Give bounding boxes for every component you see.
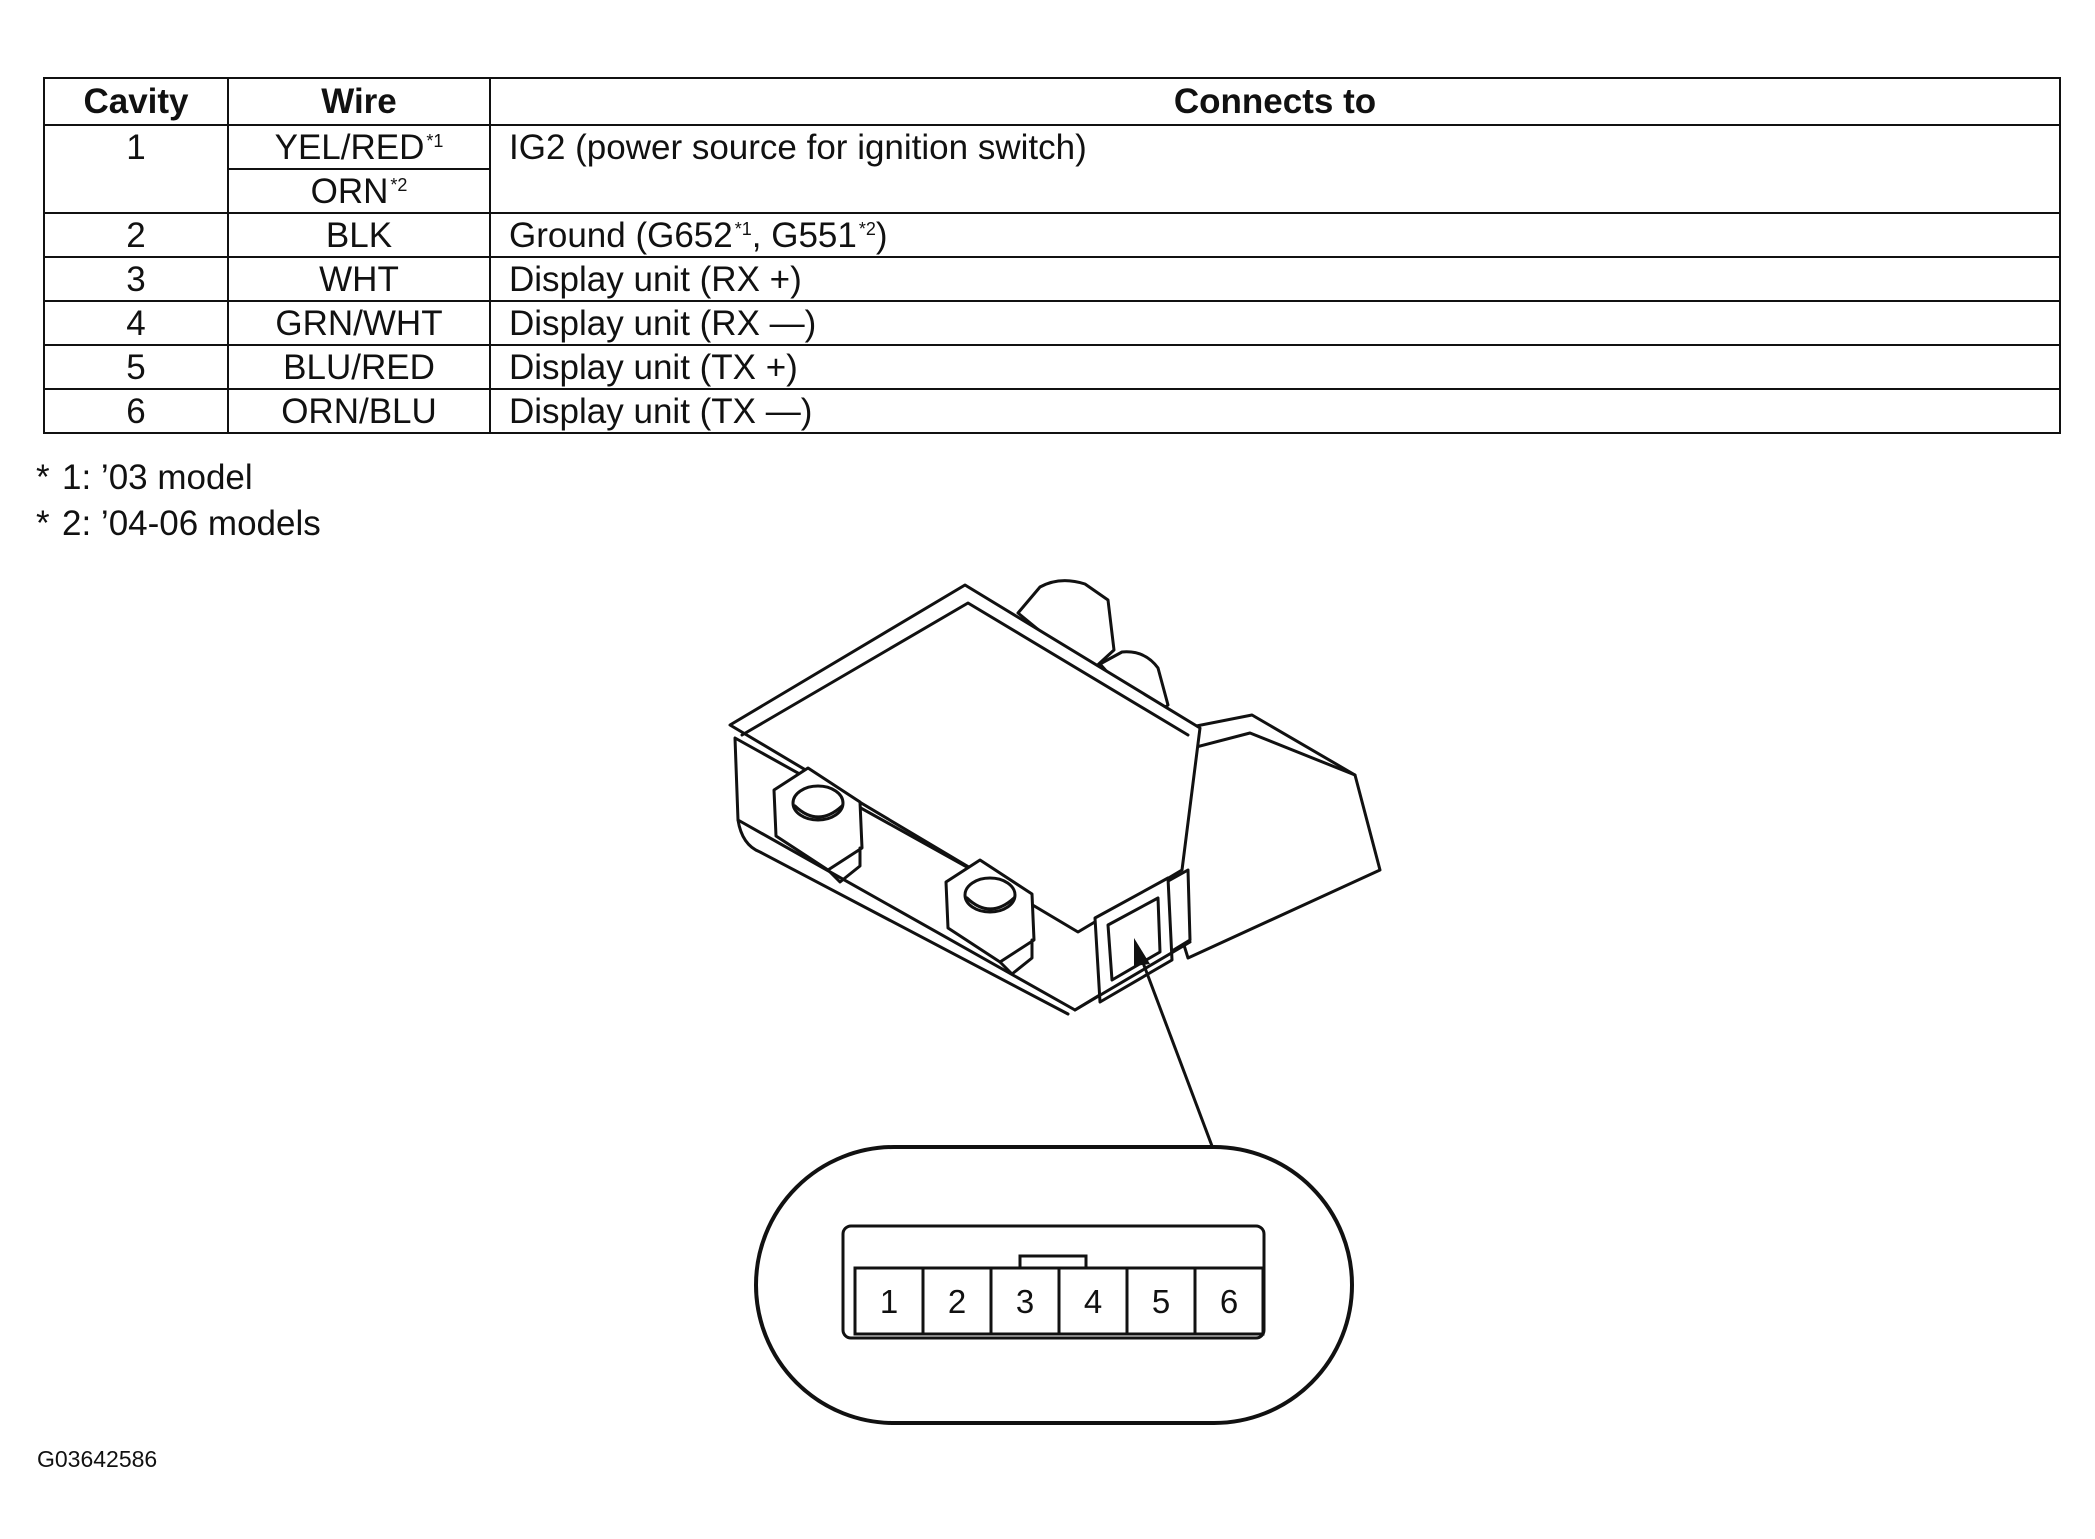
pin-number-4: 4 (1084, 1283, 1102, 1320)
table-row: 4 GRN/WHT Display unit (RX —) (43, 300, 2061, 346)
wire-text: ORN (310, 171, 389, 211)
body-edge-line (736, 818, 1070, 1016)
connects-to-cell: Ground (G652*1, G551*2) (489, 212, 2061, 258)
table-row: 3 WHT Display unit (RX +) (43, 256, 2061, 302)
cavity-cell: 5 (43, 344, 229, 390)
pin-number-2: 2 (948, 1283, 966, 1320)
footnote-marker: * (36, 504, 50, 543)
footnote-marker: * (36, 458, 50, 497)
cavity-cell: 2 (43, 212, 229, 258)
pin-number-6: 6 (1220, 1283, 1238, 1320)
table-row: 6 ORN/BLU Display unit (TX —) (43, 388, 2061, 434)
footnote-text: 2: ’04-06 models (62, 504, 321, 543)
wire-cell: BLU/RED (227, 344, 491, 390)
table-row: 2 BLK Ground (G652*1, G551*2) (43, 212, 2061, 258)
connects-to-cell: IG2 (power source for ignition switch) (489, 124, 2061, 214)
cavity-cell: 6 (43, 388, 229, 434)
header-connects-to: Connects to (489, 77, 2061, 126)
screw-boss-left (772, 766, 864, 884)
header-wire: Wire (227, 77, 491, 126)
wire-text: YEL/RED (274, 127, 425, 167)
wire-cell: YEL/RED*1 (227, 124, 491, 170)
rear-knob-shape (1016, 579, 1116, 674)
body-top-inner (740, 601, 1190, 737)
screw-boss-right (944, 858, 1036, 976)
cavity-cell: 4 (43, 300, 229, 346)
cavity-cell: 1 (43, 124, 229, 214)
footnote-text: 1: ’03 model (62, 458, 253, 497)
wire-cell: BLK (227, 212, 491, 258)
pin-number-5: 5 (1152, 1283, 1170, 1320)
pin-cavity-6 (1193, 1266, 1265, 1336)
pin-number-1: 1 (880, 1283, 898, 1320)
leader-arrow (1134, 938, 1214, 1147)
footnotes: * 1: ’03 model * 2: ’04-06 models (36, 455, 321, 547)
connects-to-cell: Display unit (TX —) (489, 388, 2061, 434)
table-row-sub: ORN*2 (44, 168, 2060, 214)
connects-to-cell: Display unit (RX +) (489, 256, 2061, 302)
footnote-ref: *1 (734, 218, 752, 239)
pin-group: 1 2 3 4 5 6 (853, 1266, 1265, 1336)
table-row: 5 BLU/RED Display unit (TX +) (43, 344, 2061, 390)
connects-to-text: Ground (G652 (509, 215, 733, 255)
wire-cell: WHT (227, 256, 491, 302)
figure-code: G03642586 (37, 1446, 158, 1472)
footnote-1: * 1: ’03 model (36, 455, 321, 501)
table-row: 1 YEL/RED*1 IG2 (power source for igniti… (43, 124, 2061, 214)
pin-number-3: 3 (1016, 1283, 1034, 1320)
footnote-ref: *2 (858, 218, 876, 239)
cavity-cell: 3 (43, 256, 229, 302)
header-cavity: Cavity (43, 77, 229, 126)
connects-to-text: ) (875, 215, 888, 255)
pinout-table: Cavity Wire Connects to 1 YEL/RED*1 IG2 … (43, 77, 2061, 434)
wire-cell: ORN/BLU (227, 388, 491, 434)
footnote-ref: *1 (426, 130, 444, 151)
footnote-ref: *2 (390, 174, 408, 195)
callout-oval (754, 1145, 1354, 1425)
connects-to-cell: Display unit (TX +) (489, 344, 2061, 390)
wire-cell: GRN/WHT (227, 300, 491, 346)
wire-cell: ORN*2 (227, 168, 491, 214)
connects-to-cell: Display unit (RX —) (489, 300, 2061, 346)
footnote-2: * 2: ’04-06 models (36, 501, 321, 547)
connects-to-text: , G551 (751, 215, 857, 255)
body-edge-line (1073, 940, 1192, 1012)
